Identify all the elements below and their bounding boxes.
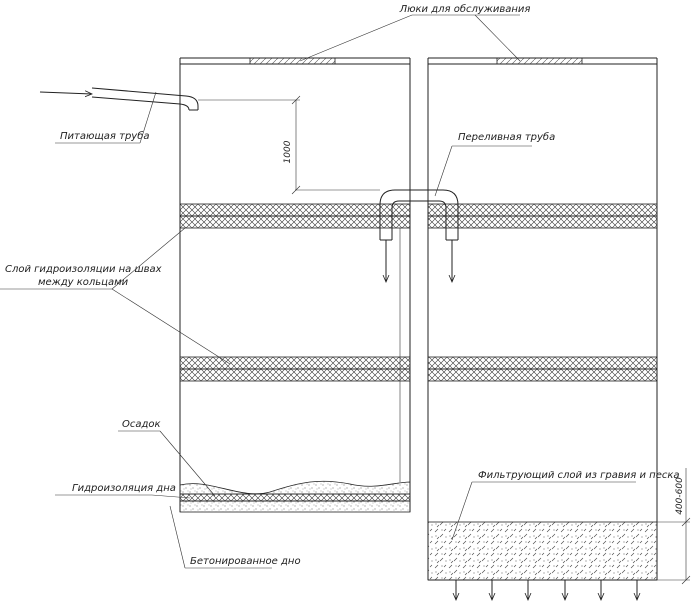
svg-text:Питающая труба: Питающая труба xyxy=(60,130,150,142)
settling-tank xyxy=(179,57,411,513)
svg-text:Люки для обслуживания: Люки для обслуживания xyxy=(399,3,531,15)
seam-left-2 xyxy=(179,356,411,370)
label-hatches: Люки для обслуживания xyxy=(299,3,531,62)
svg-text:Слой гидроизоляции на швах: Слой гидроизоляции на швах между кольцам… xyxy=(5,264,165,288)
seam-left-1 xyxy=(179,203,411,217)
ring-waterproofing-line1: Слой гидроизоляции на швах xyxy=(5,264,162,275)
filter-layer xyxy=(427,521,658,581)
label-filter-layer: Фильтрующий слой из гравия и песка xyxy=(451,470,680,541)
inlet-pipe xyxy=(39,87,199,111)
label-concrete-bottom: Бетонированное дно xyxy=(169,505,301,569)
label-ring-waterproofing: Слой гидроизоляции на швах между кольцам… xyxy=(0,227,231,365)
hatch-left xyxy=(249,57,336,65)
label-bottom-waterproofing: Гидроизоляция дна xyxy=(55,483,191,499)
svg-text:Бетонированное дно: Бетонированное дно xyxy=(190,556,301,567)
dimension-filter-text: 400-600 xyxy=(675,477,685,515)
seam-right-1 xyxy=(427,203,658,217)
dimension-filter: 400-600 xyxy=(657,468,691,585)
sediment-layer xyxy=(179,480,411,495)
filter-well xyxy=(427,57,658,600)
label-overflow-pipe: Переливная труба xyxy=(434,131,555,197)
concrete-bottom xyxy=(179,500,411,513)
svg-text:Гидроизоляция дна: Гидроизоляция дна xyxy=(72,483,176,494)
seam-right-2 xyxy=(427,356,658,370)
svg-text:Осадок: Осадок xyxy=(122,419,161,430)
seepage-arrows xyxy=(456,580,637,600)
label-sediment: Осадок xyxy=(118,419,216,497)
svg-text:Фильтрующий слой из гравия и п: Фильтрующий слой из гравия и песка xyxy=(478,470,680,481)
dimension-1000-text: 1000 xyxy=(283,140,293,163)
hatch-right xyxy=(496,57,583,65)
overflow-pipe xyxy=(379,189,459,482)
label-inlet-pipe: Питающая труба xyxy=(55,91,157,144)
ring-waterproofing-line2: между кольцами xyxy=(38,277,129,288)
dimension-1000: 1000 xyxy=(198,95,380,195)
svg-text:Переливная труба: Переливная труба xyxy=(458,131,555,143)
